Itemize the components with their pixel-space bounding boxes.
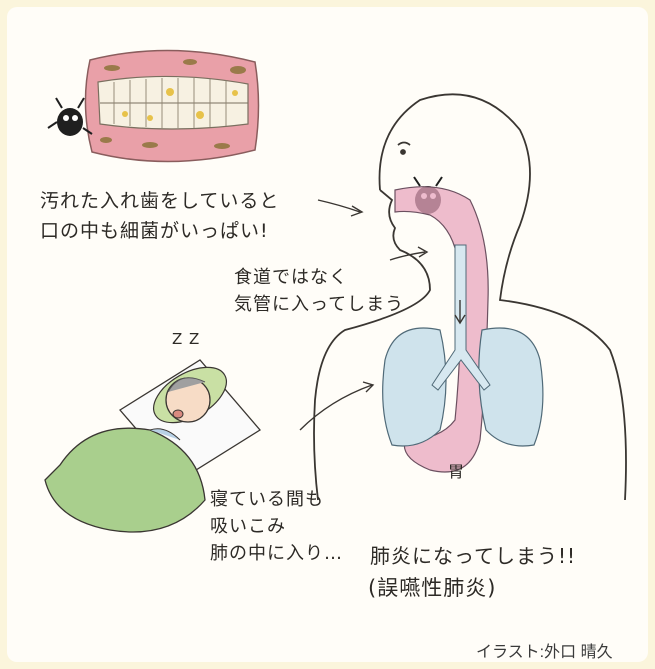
sleep-caption-line2: 吸いこみ	[210, 512, 286, 538]
illustration-credit: イラスト:外口 晴久	[476, 638, 613, 662]
dentures-illustration	[85, 50, 258, 161]
trachea-caption-line1: 食道ではなく	[234, 263, 348, 289]
result-caption-line1: 肺炎になってしまう!!	[370, 540, 576, 569]
dentures-caption-line1: 汚れた入れ歯をしていると	[40, 186, 279, 213]
dentures-caption-line2: 口の中も細菌がいっぱい!	[40, 216, 269, 243]
sleep-caption-line1: 寝ている間も	[210, 485, 324, 511]
sleep-caption-line3: 肺の中に入り…	[210, 539, 343, 565]
trachea-caption-line2: 気管に入ってしまう	[234, 290, 404, 316]
snore-text: Z Z	[172, 330, 200, 348]
stomach-label: 胃	[448, 458, 465, 482]
result-caption-line2: (誤嚥性肺炎)	[368, 572, 496, 602]
right-lung	[479, 328, 543, 446]
